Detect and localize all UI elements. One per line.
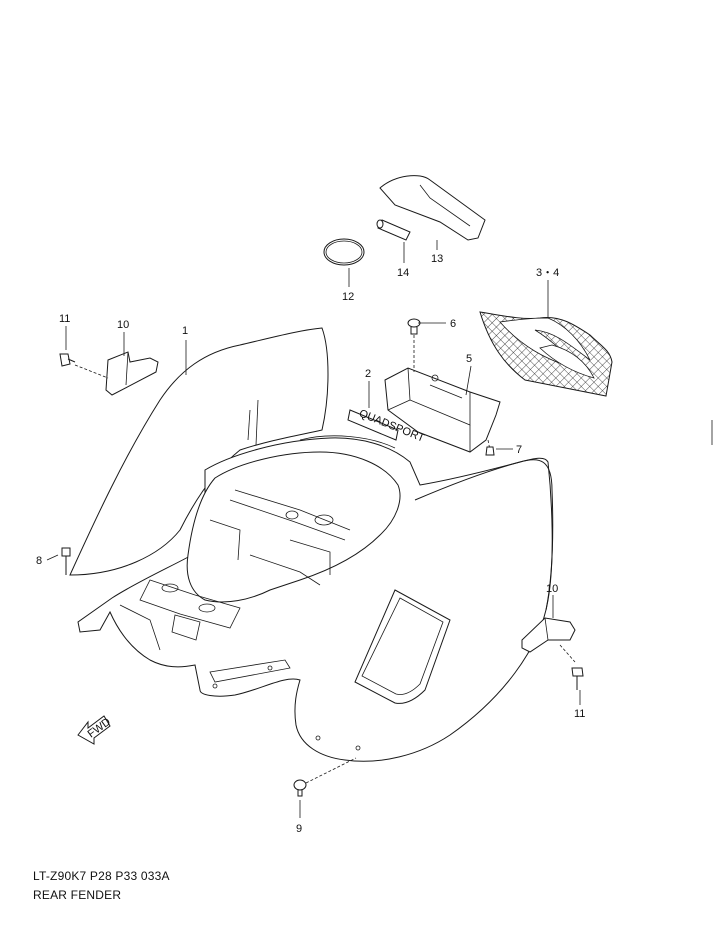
bracket-part-10-right <box>521 617 576 663</box>
bolt-part-11-left <box>59 353 76 367</box>
rear-fender-part-1 <box>69 327 554 762</box>
screw-part-7 <box>485 446 495 456</box>
cover-part-13 <box>379 175 486 241</box>
callout-1: 1 <box>182 325 188 337</box>
callout-5: 5 <box>466 353 472 365</box>
ring-part-12 <box>323 238 365 266</box>
callout-13: 13 <box>431 253 443 265</box>
diagram-code-caption: LT-Z90K7 P28 P33 033A <box>33 869 170 883</box>
callout-12: 12 <box>342 291 354 303</box>
screw-part-6 <box>407 318 421 335</box>
storage-box-part-5 <box>384 335 501 453</box>
fwd-label: FWD <box>86 716 113 740</box>
callout-7: 7 <box>516 444 522 456</box>
bracket-part-10-left <box>74 351 159 396</box>
callout-10-right: 10 <box>546 583 558 595</box>
callout-8: 8 <box>36 555 42 567</box>
callout-11-left: 11 <box>59 313 70 325</box>
callout-9: 9 <box>296 823 302 835</box>
callout-2: 2 <box>365 368 371 380</box>
bolt-part-11-right <box>571 667 584 690</box>
diagram-title-caption: REAR FENDER <box>33 888 122 902</box>
tube-part-14 <box>376 219 411 241</box>
screw-part-9 <box>293 757 357 797</box>
callout-labels: 1 2 3・4 5 6 7 8 9 10 10 11 11 12 13 14 <box>36 253 585 835</box>
callout-6: 6 <box>450 318 456 330</box>
callout-11-right: 11 <box>574 708 585 720</box>
callout-14: 14 <box>397 267 409 279</box>
bolt-part-8 <box>61 547 71 575</box>
leader-lines <box>46 240 581 818</box>
callout-3-4: 3・4 <box>536 267 559 279</box>
decal-part-3-4 <box>479 311 613 397</box>
fwd-arrow: FWD <box>77 715 113 745</box>
callout-10-left: 10 <box>117 319 129 331</box>
